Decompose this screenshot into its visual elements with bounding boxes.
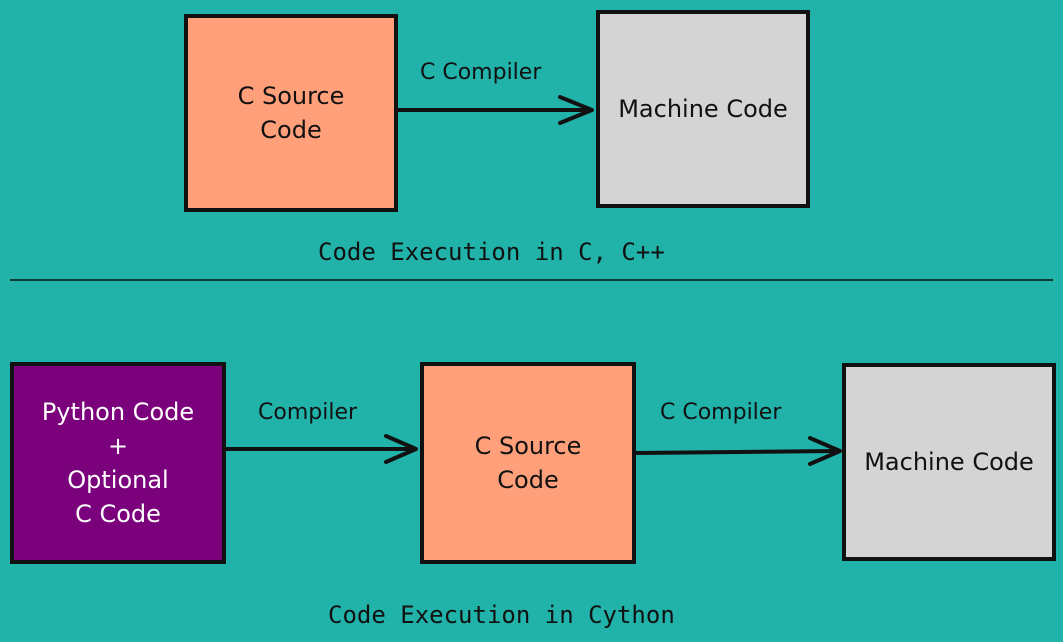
python-code-label: Python Code + Optional C Code (41, 398, 195, 528)
bottom-compiler-label: Compiler (258, 400, 358, 425)
bottom-c-source-box: C Source Code (420, 362, 636, 564)
bottom-machine-code-label: Machine Code (864, 448, 1034, 476)
top-machine-code-box: Machine Code (596, 10, 810, 208)
top-machine-code-label: Machine Code (618, 95, 788, 123)
bottom-c-source-label: C Source Code (474, 432, 582, 494)
bottom-caption: Code Execution in Cython (328, 601, 675, 629)
bottom-machine-code-box: Machine Code (842, 363, 1056, 561)
top-compiler-arrowhead (558, 95, 594, 125)
top-c-source-box: C Source Code (184, 14, 398, 212)
bottom-c-compiler-label: C Compiler (660, 400, 782, 425)
top-caption: Code Execution in C, C++ (318, 238, 665, 266)
top-c-source-label: C Source Code (237, 82, 345, 144)
python-code-box: Python Code + Optional C Code (10, 362, 226, 564)
top-compiler-label: C Compiler (420, 60, 542, 85)
bottom-c-compiler-arrowhead (808, 436, 842, 466)
bottom-c-compiler-arrow (634, 449, 840, 455)
bottom-compiler-arrowhead (384, 434, 418, 464)
